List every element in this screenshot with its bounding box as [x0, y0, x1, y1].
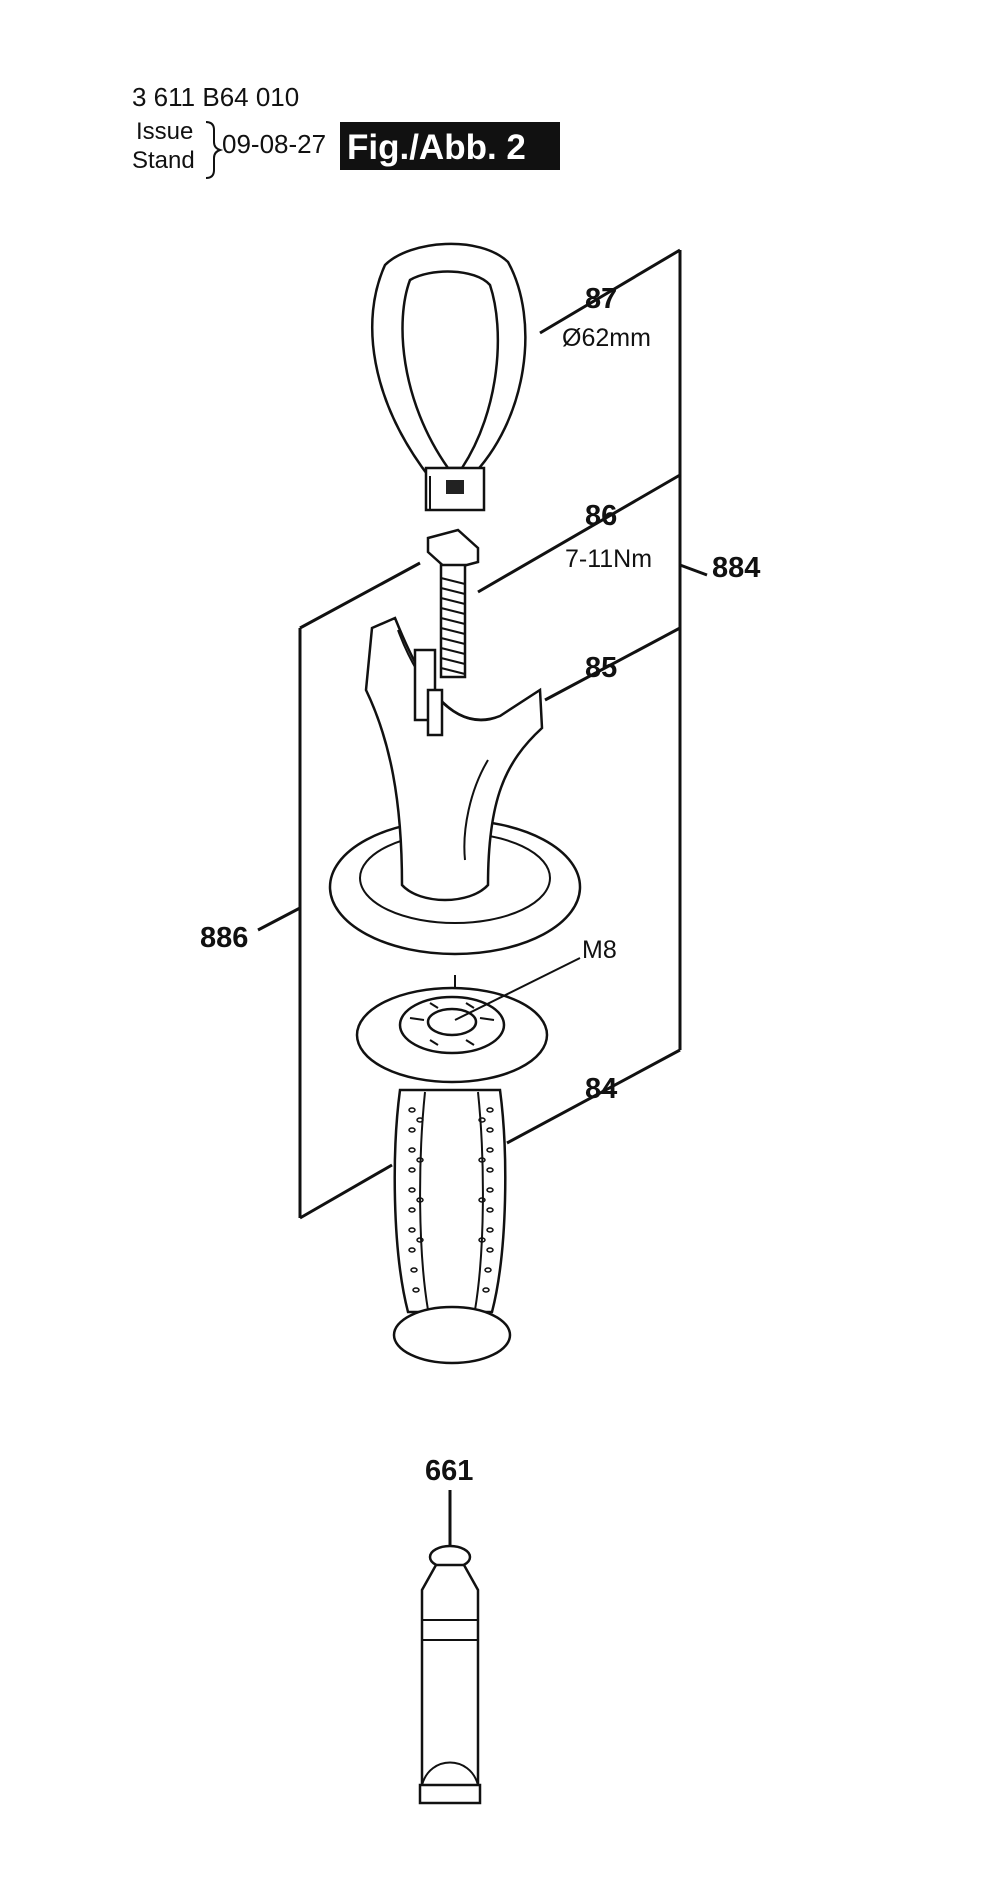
handle-holder-part-85	[328, 616, 582, 956]
figure-label-box	[340, 122, 560, 170]
callout-87-spec: Ø62mm	[562, 324, 651, 352]
header: 3 611 B64 010 Issue Stand 09-08-27 Fig./…	[132, 82, 560, 179]
callout-661-number: 661	[425, 1455, 473, 1487]
part-number: 3 611 B64 010	[132, 82, 299, 112]
bolt-part-86	[426, 528, 480, 679]
callout-86-number: 86	[585, 500, 617, 532]
issue-label: Issue	[136, 118, 193, 145]
group-bracket-886	[257, 561, 421, 1220]
callout-labels: 87 Ø62mm 86 7-11Nm 884 85 886 M8 84 661	[200, 283, 760, 1487]
brace-icon	[205, 121, 224, 179]
strap-part-87	[371, 242, 527, 512]
callout-84-number: 84	[585, 1073, 617, 1105]
grip-part-84	[392, 1088, 512, 1365]
nut-washer-m8	[355, 957, 581, 1084]
figure-label: Fig./Abb. 2	[347, 128, 526, 167]
callout-m8-spec: M8	[582, 936, 617, 964]
callout-87-number: 87	[585, 283, 617, 315]
issue-date: 09-08-27	[222, 129, 326, 159]
callout-886-number: 886	[200, 922, 248, 954]
stand-label: Stand	[132, 147, 195, 174]
group-bracket-884	[477, 248, 708, 1145]
callout-884-number: 884	[712, 552, 760, 584]
callout-85-number: 85	[585, 652, 617, 684]
callout-86-spec: 7-11Nm	[565, 545, 652, 573]
grease-tube-part-661	[418, 1490, 482, 1805]
